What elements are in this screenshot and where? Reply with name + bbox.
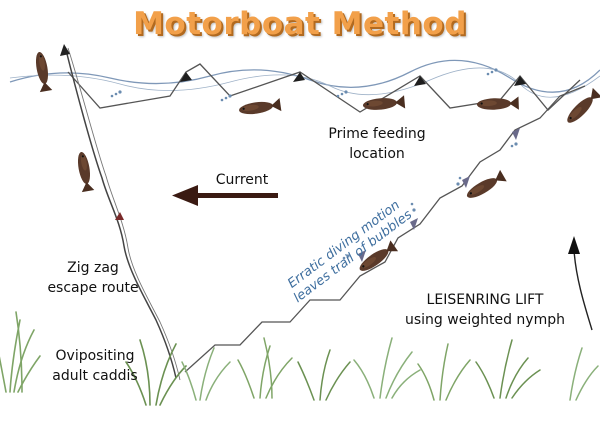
arrow-icon: [115, 212, 124, 220]
arrow-icon: [514, 76, 526, 86]
grass-icon: [0, 311, 41, 393]
grass-icon: [297, 349, 351, 401]
grass-icon: [181, 347, 231, 401]
bubble-icon: [220, 98, 224, 102]
bubble-icon: [344, 90, 348, 94]
arrow-icon: [180, 72, 192, 82]
leisenring-line-1: LEISENRING LIFT: [426, 292, 544, 308]
bubble-icon: [494, 68, 498, 72]
escape-route-path-2: [67, 47, 181, 381]
bubble-icon: [486, 72, 490, 76]
escape-route-path: [65, 49, 177, 379]
bubble-icon: [456, 182, 460, 186]
bubble-icon: [510, 144, 514, 148]
arrow-icon: [358, 250, 366, 262]
trout-icon: [476, 96, 519, 112]
grass-icon: [569, 347, 599, 401]
prime-feeding-line-2: location: [349, 146, 405, 162]
bubble-icon: [336, 94, 340, 98]
prime-feeding-line-1: Prime feeding: [328, 126, 426, 142]
bubble-icon: [514, 142, 518, 146]
arrow-icon: [462, 176, 470, 188]
trout-icon: [74, 150, 95, 193]
leisenring-label: LEISENRING LIFT using weighted nymph: [400, 290, 570, 330]
ovipositing-line-1: Ovipositing: [55, 348, 135, 364]
grass-icon: [353, 337, 421, 399]
arrow-icon: [293, 72, 305, 82]
ovipositing-line-2: adult caddis: [52, 368, 138, 384]
bubble-icon: [412, 208, 416, 212]
diagram-title: Motorboat Method: [133, 6, 467, 42]
path-arrows: [180, 72, 526, 86]
grass-icon: [475, 339, 541, 399]
trout-icon: [238, 97, 282, 117]
current-label: Current: [215, 172, 269, 188]
current-arrow: [172, 185, 278, 206]
bubble-icon: [118, 90, 122, 94]
ovipositing-label: Ovipositing adult caddis: [40, 346, 150, 386]
bubble-icon: [410, 202, 414, 206]
leisenring-line-2: using weighted nymph: [405, 312, 565, 328]
lift-arrows: [358, 128, 520, 262]
leisenring-lift-path: [184, 85, 586, 373]
arrow-icon: [414, 76, 426, 86]
grass-bed: [0, 311, 599, 406]
prime-feeding-label: Prime feeding location: [322, 124, 432, 164]
bubble-icon: [110, 94, 114, 98]
bubble-trails: [110, 68, 518, 260]
water-surface-line-2: [9, 67, 600, 98]
zig-zag-line-2: escape route: [47, 280, 139, 296]
arrow-icon: [512, 128, 520, 140]
bubble-icon: [490, 70, 494, 74]
arrow-icon: [410, 218, 418, 230]
bubble-icon: [228, 94, 232, 98]
motorboat-path: [67, 63, 581, 113]
bubble-icon: [224, 96, 228, 100]
trout-icon: [32, 50, 53, 93]
zig-zag-line-1: Zig zag: [67, 260, 119, 276]
grass-icon: [417, 343, 471, 401]
grass-icon: [125, 339, 187, 406]
bubble-icon: [342, 256, 346, 260]
bubble-icon: [458, 176, 462, 180]
grass-icon: [237, 337, 293, 399]
bubble-icon: [340, 92, 344, 96]
up-arrow: [568, 236, 593, 331]
zig-zag-label: Zig zag escape route: [38, 258, 148, 298]
bubble-icon: [346, 254, 350, 258]
bubble-icon: [114, 92, 118, 96]
water-surface-line: [9, 59, 600, 93]
arrow-icon: [60, 44, 70, 56]
